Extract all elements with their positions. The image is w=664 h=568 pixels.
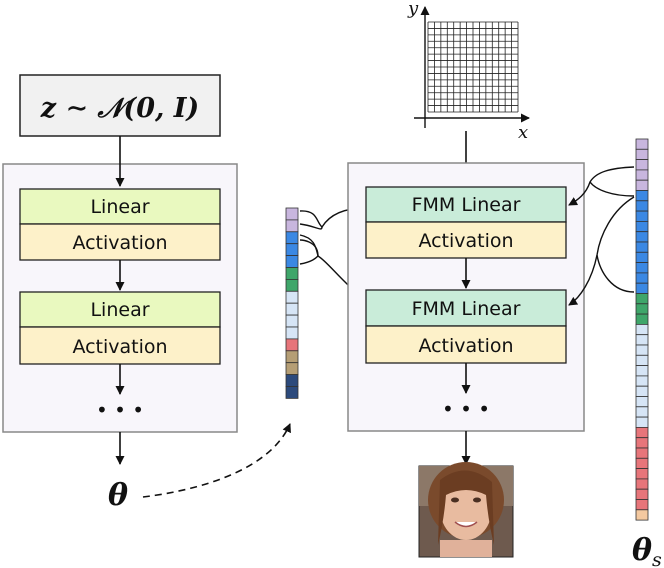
brace-s-fan-1 bbox=[589, 181, 635, 197]
theta-s-vector-cell bbox=[635, 365, 649, 377]
theta-s-vector-cell bbox=[635, 190, 649, 202]
theta-vector-cell bbox=[285, 243, 299, 256]
left-activation-2 bbox=[19, 326, 221, 365]
theta-s-vector-cell bbox=[635, 272, 649, 284]
theta-s-vector-cell bbox=[635, 159, 649, 171]
theta-vector-cell bbox=[285, 278, 299, 292]
brace-s-to-fmm-2 bbox=[568, 196, 635, 306]
coordinate-grid bbox=[427, 21, 519, 113]
left-activation-1-label: Activation bbox=[72, 232, 167, 254]
theta-s-vector-cell bbox=[635, 231, 649, 243]
theta-s-vector-cell bbox=[635, 334, 649, 346]
theta-s-vector-cell bbox=[635, 138, 649, 150]
theta-vector-cell bbox=[285, 207, 299, 221]
left-activation-2-label: Activation bbox=[72, 336, 167, 358]
right-activation-1 bbox=[365, 221, 567, 259]
left-linear-1-label: Linear bbox=[90, 196, 149, 218]
theta-s-vector-cell bbox=[635, 499, 649, 511]
theta-vector-cell bbox=[285, 314, 299, 328]
theta-s-vector-cell bbox=[635, 313, 649, 325]
right-activation-2-label: Activation bbox=[418, 335, 513, 357]
grid-y-label: y bbox=[407, 0, 419, 19]
theta-s-vector-cell bbox=[635, 509, 649, 521]
theta-s-vector-cell bbox=[635, 241, 649, 253]
left-linear-2 bbox=[19, 291, 221, 328]
theta-s-vector-cell bbox=[635, 251, 649, 264]
theta-s-label: θs bbox=[632, 533, 662, 568]
theta-s-vector-cell bbox=[635, 303, 649, 315]
theta-s-vector-cell bbox=[635, 396, 649, 408]
right-ellipsis: • • • bbox=[442, 397, 490, 421]
theta-vector bbox=[285, 207, 299, 399]
theta-s-vector-cell bbox=[635, 179, 649, 191]
theta-vector-cell bbox=[285, 386, 299, 399]
grid-x-label: x bbox=[518, 122, 528, 143]
theta-s-vector-cell bbox=[635, 478, 649, 490]
theta-s-vector-cell bbox=[635, 385, 649, 397]
theta-vector-cell bbox=[285, 302, 299, 316]
theta-s-vector-cell bbox=[635, 354, 649, 366]
theta-vector-cell bbox=[285, 290, 299, 304]
theta-s-vector-cell bbox=[635, 323, 649, 336]
theta-s-subscript: s bbox=[652, 549, 662, 568]
theta-s-vector-cell bbox=[635, 220, 649, 233]
theta-vector-cell bbox=[285, 255, 299, 268]
input-label: z ∼ 𝒩(0, I) bbox=[40, 93, 199, 124]
theta-vector-cell bbox=[285, 219, 299, 233]
right-fmm-linear-2-label: FMM Linear bbox=[412, 298, 521, 320]
theta-vector-cell bbox=[285, 267, 299, 280]
theta-s-vector-cell bbox=[635, 437, 649, 449]
theta-s-vector-cell bbox=[635, 262, 649, 274]
right-fmm-linear-2 bbox=[365, 289, 567, 327]
theta-vector-cell bbox=[285, 326, 299, 340]
right-activation-1-label: Activation bbox=[418, 230, 513, 252]
theta-s-vector-cell bbox=[635, 406, 649, 418]
theta-s-vector-cell bbox=[635, 210, 649, 222]
left-ellipsis: • • • bbox=[96, 398, 144, 422]
theta-vector-cell bbox=[285, 338, 299, 352]
left-linear-2-label: Linear bbox=[90, 299, 149, 321]
theta-s-vector bbox=[635, 138, 649, 521]
input-box bbox=[19, 74, 221, 137]
right-fmm-linear-1 bbox=[365, 186, 567, 223]
theta-vector-cell bbox=[285, 350, 299, 364]
theta-s-vector-cell bbox=[635, 488, 649, 500]
theta-s-vector-cell bbox=[635, 282, 649, 294]
theta-s-vector-cell bbox=[635, 416, 649, 428]
theta-s-vector-cell bbox=[635, 375, 649, 387]
theta-vector-cell bbox=[285, 362, 299, 376]
theta-dashed-arrow bbox=[142, 423, 291, 498]
theta-s-vector-cell bbox=[635, 468, 649, 480]
theta-s-vector-cell bbox=[635, 426, 649, 439]
brace-s-fan-2 bbox=[596, 254, 635, 293]
theta-s-vector-cell bbox=[635, 447, 649, 459]
right-fmm-linear-1-label: FMM Linear bbox=[412, 194, 521, 216]
brace-to-fmm-2 bbox=[299, 234, 319, 257]
theta-s-vector-cell bbox=[635, 344, 649, 356]
output-face-image bbox=[418, 462, 514, 558]
brace-fan-1 bbox=[299, 223, 323, 230]
theta-s-vector-cell bbox=[635, 169, 649, 181]
theta-s-vector-cell bbox=[635, 200, 649, 212]
theta-label: θ bbox=[108, 478, 128, 513]
theta-s-symbol: θ bbox=[632, 533, 652, 568]
theta-s-vector-cell bbox=[635, 293, 649, 305]
left-activation-1 bbox=[19, 223, 221, 261]
theta-vector-cell bbox=[285, 374, 299, 387]
theta-vector-cell bbox=[285, 231, 299, 245]
theta-s-vector-cell bbox=[635, 457, 649, 469]
theta-s-vector-cell bbox=[635, 148, 649, 161]
brace-fan-2 bbox=[299, 239, 319, 257]
